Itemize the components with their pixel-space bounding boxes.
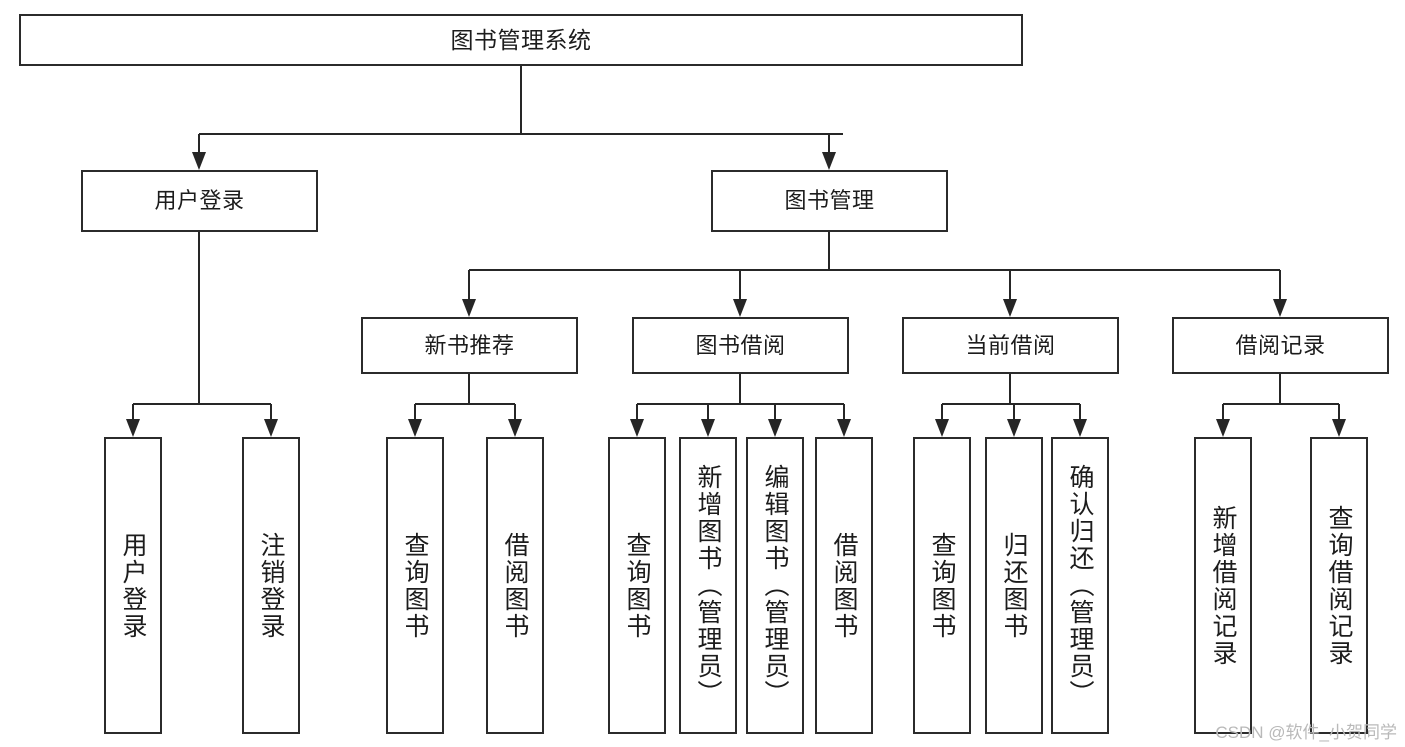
arrowhead-leaf-user-login	[126, 419, 140, 437]
arrowhead-leaf-borrow-book-2	[837, 419, 851, 437]
node-borrow-record[interactable]: 借阅记录	[1172, 317, 1389, 374]
node-leaf-confirm-return[interactable]: 确认归还（管理员）	[1051, 437, 1109, 734]
arrowhead-user-login	[192, 152, 206, 170]
node-book-manage[interactable]: 图书管理	[711, 170, 948, 232]
arrowhead-book-borrow	[733, 299, 747, 317]
node-leaf-borrow-book-2[interactable]: 借阅图书	[815, 437, 873, 734]
node-leaf-borrow-book-1[interactable]: 借阅图书	[486, 437, 544, 734]
arrowhead-leaf-confirm-return	[1073, 419, 1087, 437]
node-label-leaf-query-book-3: 查询图书	[928, 531, 956, 640]
node-current-borrow[interactable]: 当前借阅	[902, 317, 1119, 374]
arrowhead-new-book-rec	[462, 299, 476, 317]
arrowhead-borrow-record	[1273, 299, 1287, 317]
node-leaf-query-book-1[interactable]: 查询图书	[386, 437, 444, 734]
node-label-current-borrow: 当前借阅	[965, 332, 1056, 358]
node-leaf-add-book[interactable]: 新增图书（管理员）	[679, 437, 737, 734]
node-root[interactable]: 图书管理系统	[19, 14, 1023, 66]
node-label-leaf-query-book-1: 查询图书	[401, 531, 429, 640]
node-leaf-edit-book[interactable]: 编辑图书（管理员）	[746, 437, 804, 734]
node-label-leaf-borrow-book-1: 借阅图书	[501, 531, 529, 640]
arrowhead-leaf-user-logout	[264, 419, 278, 437]
arrowhead-leaf-query-book-2	[630, 419, 644, 437]
arrowhead-current-borrow	[1003, 299, 1017, 317]
arrowhead-leaf-return-book	[1007, 419, 1021, 437]
arrowhead-leaf-query-book-1	[408, 419, 422, 437]
node-label-root: 图书管理系统	[450, 26, 592, 53]
node-new-book-rec[interactable]: 新书推荐	[361, 317, 578, 374]
node-leaf-add-record[interactable]: 新增借阅记录	[1194, 437, 1252, 734]
node-label-leaf-query-book-2: 查询图书	[623, 531, 651, 640]
arrowhead-book-manage	[822, 152, 836, 170]
arrowhead-leaf-query-record	[1332, 419, 1346, 437]
arrowhead-leaf-borrow-book-1	[508, 419, 522, 437]
node-leaf-user-login[interactable]: 用户登录	[104, 437, 162, 734]
node-label-leaf-add-book: 新增图书（管理员）	[694, 464, 722, 707]
node-label-book-borrow: 图书借阅	[695, 332, 786, 358]
node-label-leaf-add-record: 新增借阅记录	[1209, 504, 1237, 667]
node-book-borrow[interactable]: 图书借阅	[632, 317, 849, 374]
node-label-leaf-borrow-book-2: 借阅图书	[830, 531, 858, 640]
node-label-leaf-confirm-return: 确认归还（管理员）	[1066, 464, 1094, 707]
node-user-login[interactable]: 用户登录	[81, 170, 318, 232]
node-label-new-book-rec: 新书推荐	[424, 332, 515, 358]
arrowhead-leaf-add-record	[1216, 419, 1230, 437]
node-leaf-query-record[interactable]: 查询借阅记录	[1310, 437, 1368, 734]
node-label-leaf-return-book: 归还图书	[1000, 531, 1028, 640]
node-label-leaf-edit-book: 编辑图书（管理员）	[761, 464, 789, 707]
node-label-leaf-query-record: 查询借阅记录	[1325, 504, 1353, 667]
node-label-leaf-user-logout: 注销登录	[257, 531, 285, 640]
node-label-borrow-record: 借阅记录	[1235, 332, 1326, 358]
csdn-watermark: CSDN @软件_小贺同学	[1215, 723, 1397, 742]
arrowhead-leaf-edit-book	[768, 419, 782, 437]
node-leaf-return-book[interactable]: 归还图书	[985, 437, 1043, 734]
node-leaf-query-book-3[interactable]: 查询图书	[913, 437, 971, 734]
arrowhead-leaf-add-book	[701, 419, 715, 437]
node-leaf-query-book-2[interactable]: 查询图书	[608, 437, 666, 734]
node-label-book-manage: 图书管理	[784, 188, 875, 214]
node-leaf-user-logout[interactable]: 注销登录	[242, 437, 300, 734]
arrowhead-leaf-query-book-3	[935, 419, 949, 437]
node-label-user-login: 用户登录	[154, 188, 245, 214]
node-label-leaf-user-login: 用户登录	[119, 531, 147, 640]
